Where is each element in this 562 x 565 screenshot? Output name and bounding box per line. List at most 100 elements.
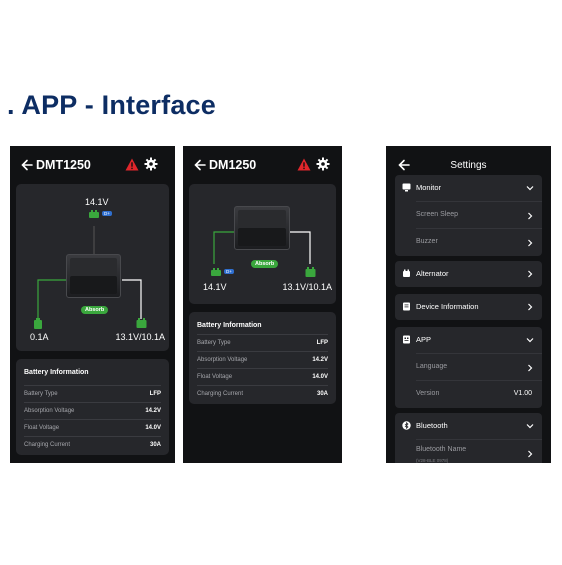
language-item[interactable]: Language xyxy=(416,353,542,380)
device-info-icon xyxy=(403,302,410,311)
alternator-voltage: 14.1V xyxy=(203,282,227,292)
phone-screen-settings: Settings Monitor Screen Sleep Buzzer Alt… xyxy=(386,146,551,463)
input-current: 0.1A xyxy=(30,332,49,342)
info-value: LFP xyxy=(316,340,328,346)
battery-info-title: Battery Information xyxy=(24,369,89,376)
alternator-icon xyxy=(403,269,410,277)
power-flow-card: Absorb D+ 14.1V 13.1V/10.1A xyxy=(189,184,336,304)
monitor-label: Monitor xyxy=(416,183,442,192)
info-value: 14.0V xyxy=(145,425,161,431)
d-plus-chip: D+ xyxy=(102,211,112,216)
info-value: 14.0V xyxy=(312,374,328,380)
app-icon xyxy=(403,335,410,344)
power-flow-card: 14.1V D+ Absorb 0.1A 13.1V/10.1A xyxy=(16,184,169,351)
phone-screen-dmt1250: DMT1250 14.1V D+ Absorb 0.1A 13.1V/10.1A… xyxy=(10,146,175,463)
info-value: 30A xyxy=(149,442,161,448)
buzzer-item[interactable]: Buzzer xyxy=(416,228,542,255)
battery-icon xyxy=(136,318,147,328)
bluetooth-name-item[interactable]: Bluetooth Name (V28-BLE 0978) xyxy=(416,439,542,463)
screen-sleep-item[interactable]: Screen Sleep xyxy=(416,201,542,228)
chevron-right-icon xyxy=(528,364,533,372)
info-label: Absorption Voltage xyxy=(197,357,248,363)
info-label: Float Voltage xyxy=(24,425,60,431)
device-info-section[interactable]: Device Information xyxy=(395,294,542,320)
settings-title: Settings xyxy=(450,160,487,171)
info-value: 14.2V xyxy=(145,408,161,414)
gear-icon[interactable] xyxy=(316,157,330,171)
info-value: 14.2V xyxy=(312,357,328,363)
info-value: 30A xyxy=(316,391,328,397)
app-section: APP Language Version V1.00 xyxy=(395,327,542,408)
monitor-header[interactable]: Monitor xyxy=(395,175,542,201)
bluetooth-name-value: (V28-BLE 0978) xyxy=(416,458,449,463)
info-row: Float Voltage 14.0V xyxy=(197,368,328,385)
language-label: Language xyxy=(416,363,448,370)
info-label: Battery Type xyxy=(24,391,58,397)
app-header[interactable]: APP xyxy=(395,327,542,353)
alternator-header[interactable]: Alternator xyxy=(395,261,542,287)
status-badge: Absorb xyxy=(81,306,109,314)
info-label: Charging Current xyxy=(197,391,244,397)
output-voltage-current: 13.1V/10.1A xyxy=(115,332,165,342)
battery-info-card: Battery Information Battery Type LFP Abso… xyxy=(16,359,169,455)
monitor-section: Monitor Screen Sleep Buzzer xyxy=(395,175,542,256)
alternator-label: Alternator xyxy=(416,269,449,278)
version-item: Version V1.00 xyxy=(416,380,542,407)
chevron-right-icon xyxy=(528,239,533,247)
bluetooth-icon xyxy=(402,421,411,430)
battery-icon xyxy=(34,318,42,329)
bluetooth-name-label: Bluetooth Name xyxy=(416,446,467,453)
version-value: V1.00 xyxy=(513,390,532,397)
bluetooth-header[interactable]: Bluetooth xyxy=(395,413,542,439)
app-label: APP xyxy=(416,335,432,344)
version-label: Version xyxy=(416,390,440,397)
info-row: Battery Type LFP xyxy=(24,385,161,402)
d-plus-chip: D+ xyxy=(224,269,234,274)
info-label: Float Voltage xyxy=(197,374,233,380)
back-arrow-icon[interactable] xyxy=(20,158,34,172)
warning-icon[interactable] xyxy=(297,158,311,171)
chevron-right-icon xyxy=(528,303,533,311)
gear-icon[interactable] xyxy=(144,157,158,171)
info-row: Absorption Voltage 14.2V xyxy=(24,402,161,419)
page-title: . APP - Interface xyxy=(7,90,216,120)
warning-icon[interactable] xyxy=(125,158,139,171)
device-info-header[interactable]: Device Information xyxy=(395,294,542,320)
device-image xyxy=(234,206,290,250)
back-arrow-icon[interactable] xyxy=(193,158,207,172)
header: DMT1250 xyxy=(10,156,175,176)
info-label: Battery Type xyxy=(197,340,231,346)
chevron-right-icon xyxy=(528,270,533,278)
chevron-right-icon xyxy=(528,450,533,458)
chevron-right-icon xyxy=(528,212,533,220)
device-title: DMT1250 xyxy=(36,158,91,172)
chevron-down-icon xyxy=(526,424,534,429)
battery-info-card: Battery Information Battery Type LFP Abso… xyxy=(189,312,336,404)
flow-lines xyxy=(213,231,311,264)
screen-sleep-label: Screen Sleep xyxy=(416,211,459,218)
buzzer-label: Buzzer xyxy=(416,238,438,245)
bluetooth-section: Bluetooth Bluetooth Name (V28-BLE 0978) xyxy=(395,413,542,463)
alternator-voltage: 14.1V xyxy=(85,197,109,207)
chevron-down-icon xyxy=(526,338,534,343)
info-label: Charging Current xyxy=(24,442,71,448)
status-badge: Absorb xyxy=(251,260,279,268)
monitor-icon xyxy=(402,183,411,192)
header: Settings xyxy=(386,156,551,176)
info-row: Battery Type LFP xyxy=(197,334,328,351)
chevron-down-icon xyxy=(526,186,534,191)
device-info-label: Device Information xyxy=(416,302,479,311)
alternator-icon xyxy=(211,268,221,276)
info-value: LFP xyxy=(149,391,161,397)
info-row: Charging Current 30A xyxy=(197,385,328,402)
bluetooth-label: Bluetooth xyxy=(416,421,448,430)
alternator-section[interactable]: Alternator xyxy=(395,261,542,287)
info-row: Float Voltage 14.0V xyxy=(24,419,161,436)
back-arrow-icon[interactable] xyxy=(397,158,411,172)
battery-info-title: Battery Information xyxy=(197,322,262,329)
info-label: Absorption Voltage xyxy=(24,408,75,414)
info-row: Absorption Voltage 14.2V xyxy=(197,351,328,368)
output-voltage-current: 13.1V/10.1A xyxy=(282,282,332,292)
device-image xyxy=(66,254,121,298)
header: DM1250 xyxy=(183,156,342,176)
